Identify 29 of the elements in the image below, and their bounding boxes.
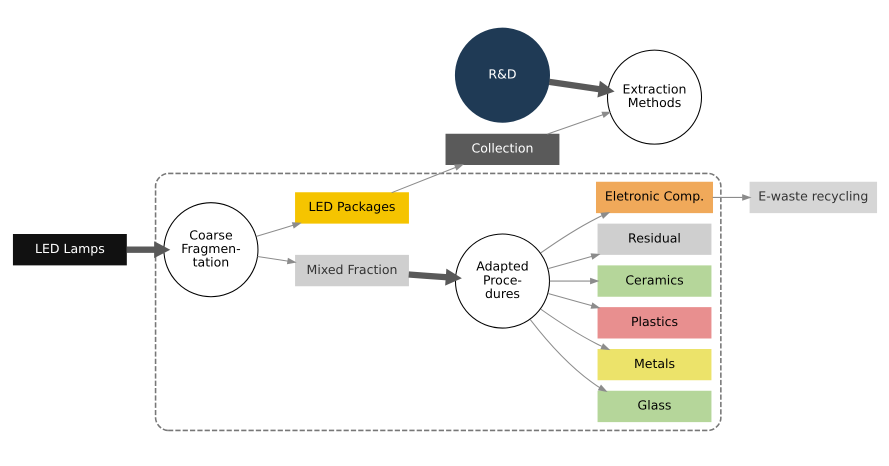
arrow	[256, 256, 296, 264]
node-box: Ceramics	[597, 264, 711, 296]
node-circle: R&D	[454, 27, 550, 122]
node-box: Metals	[597, 348, 711, 380]
node-box: Collection	[445, 133, 559, 165]
arrow	[540, 211, 610, 253]
node-box: Mixed Fraction	[294, 254, 408, 286]
node-box: LED Lamps	[12, 234, 126, 265]
node-circle: Extraction Methods	[606, 49, 702, 144]
arrow	[540, 308, 610, 350]
arrow	[547, 252, 600, 269]
arrow	[712, 194, 752, 200]
node-box: Residual	[597, 223, 711, 254]
arrow	[256, 222, 302, 236]
arrow	[126, 240, 170, 258]
node-circle: Coarse Fragmen- tation	[162, 202, 258, 297]
arrow	[529, 318, 608, 392]
arrow	[547, 292, 600, 308]
node-box: E-waste recycling	[749, 181, 877, 213]
node-box: Glass	[597, 390, 711, 422]
arrow	[546, 111, 611, 134]
arrow	[408, 268, 462, 286]
node-circle: Adapted Proce- dures	[454, 233, 550, 328]
arrow	[390, 164, 464, 193]
arrow	[549, 277, 599, 284]
node-box: Eletronic Comp.	[595, 181, 713, 213]
node-box: LED Packages	[294, 192, 408, 224]
arrow	[548, 78, 614, 97]
node-box: Plastics	[597, 306, 711, 338]
